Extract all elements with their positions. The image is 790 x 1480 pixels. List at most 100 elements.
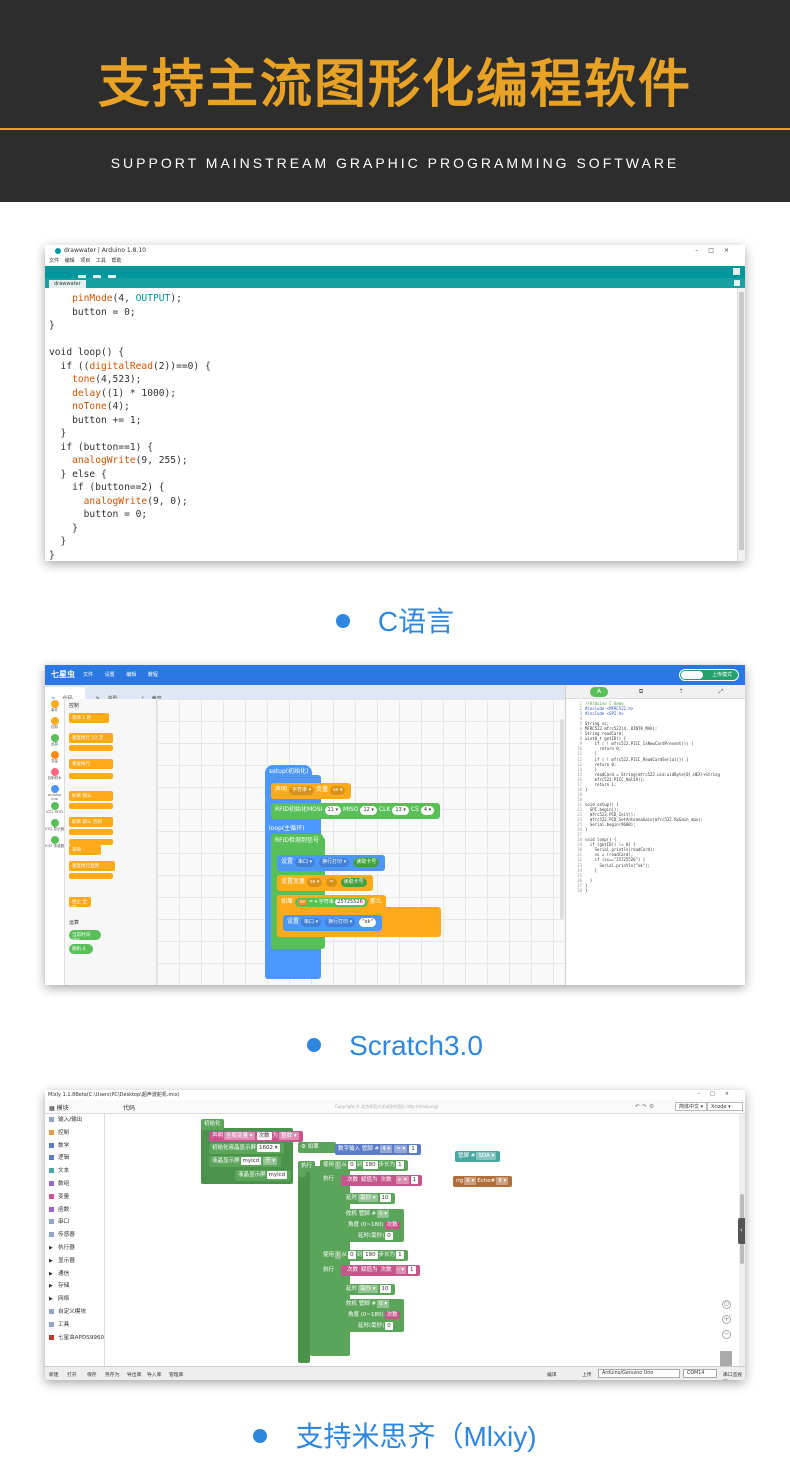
upload-mode-toggle[interactable]: 上传模式 xyxy=(679,669,739,681)
block-delay-2[interactable]: 延时毫秒 ▾10 xyxy=(343,1284,395,1295)
arduino-scrollbar[interactable] xyxy=(737,288,745,561)
for1-wrapper[interactable] xyxy=(320,1160,342,1235)
block-pin-sda[interactable]: 管脚 #SDA ▾ xyxy=(455,1151,501,1162)
sidebar-item[interactable]: 工具 xyxy=(45,1319,104,1332)
sidebar-item[interactable]: 自定义模块 xyxy=(45,1306,104,1319)
language-select[interactable]: 简体中文 ▾ xyxy=(675,1102,708,1111)
block-if[interactable]: ⚙ 如果 xyxy=(298,1142,336,1153)
tab-drawwater[interactable]: drawwater xyxy=(49,280,86,288)
menu-file[interactable]: 文件 xyxy=(49,258,60,264)
serial-monitor-button[interactable]: 串口监视器 xyxy=(723,1373,743,1378)
upload-code-icon[interactable]: ⇡ xyxy=(678,688,684,695)
category-item[interactable]: 事件 xyxy=(45,700,64,716)
footer-button[interactable]: 新建 xyxy=(49,1373,59,1378)
copy-code-icon[interactable]: ⧉ xyxy=(638,688,644,695)
footer-button[interactable]: 导入库 xyxy=(147,1373,162,1378)
zoom-reset-icon[interactable]: ⊙ xyxy=(722,1300,731,1309)
block-assign-1[interactable]: 次数赋值为次数+ ▾1 xyxy=(341,1175,423,1186)
palette-block-stop[interactable]: 停止 全部 xyxy=(69,897,91,911)
category-item[interactable]: IO口 显示器 xyxy=(45,819,64,835)
block-exec-1[interactable]: 执行 xyxy=(320,1174,338,1185)
palette-block-if-else-mid[interactable] xyxy=(69,829,113,835)
block-exec[interactable]: 执行 xyxy=(298,1161,316,1172)
footer-button[interactable]: 打开 xyxy=(67,1373,77,1378)
theme-select[interactable]: Xcode ▾ xyxy=(707,1102,743,1111)
palette-block-repeat-body[interactable] xyxy=(69,745,113,751)
sidebar-item[interactable]: ▶存储 xyxy=(45,1280,104,1293)
palette-block-if[interactable]: 如果 那么 xyxy=(69,791,113,801)
category-item[interactable]: 控制 xyxy=(45,717,64,733)
palette-block-if-else[interactable]: 如果 那么 否则 xyxy=(69,817,113,827)
scroll-thumb[interactable] xyxy=(739,292,744,550)
block-serial-print[interactable]: 设置串口 ▾换行打印 ▾读取卡号 xyxy=(277,855,386,871)
palette-block-repeat-until[interactable]: 重复执行直到 xyxy=(69,861,115,871)
workspace-scrollbar[interactable] xyxy=(560,719,564,919)
window-controls[interactable]: –□× xyxy=(695,247,739,254)
menu-tutorial[interactable]: 教程 xyxy=(147,672,158,678)
serial-monitor-icon[interactable] xyxy=(733,268,740,275)
menu-project[interactable]: 项目 xyxy=(80,258,91,264)
sidebar-item[interactable]: 控制 xyxy=(45,1127,104,1140)
sidebar-item[interactable]: 逻辑 xyxy=(45,1152,104,1165)
sidebar-item[interactable]: 变量 xyxy=(45,1191,104,1204)
menu-tools[interactable]: 工具 xyxy=(95,258,106,264)
block-rfid-detect[interactable]: RFID检测到信号 xyxy=(271,834,324,850)
modules-tab[interactable]: ▦ 模块 xyxy=(49,1105,69,1112)
category-item[interactable]: Arduino Uno xyxy=(45,785,64,801)
sidebar-item[interactable]: 七星虫APDS9960 xyxy=(45,1332,104,1345)
block-setup[interactable]: setup(初始化) xyxy=(265,765,313,781)
sidebar-item[interactable]: ▶通信 xyxy=(45,1268,104,1281)
palette-block-random[interactable]: 随机 4 xyxy=(69,944,93,954)
menu-help[interactable]: 帮助 xyxy=(111,258,122,264)
if-wrapper[interactable] xyxy=(298,1166,310,1363)
menu-edit[interactable]: 编辑 xyxy=(126,672,137,678)
menu-edit[interactable]: 编辑 xyxy=(64,258,75,264)
compile-button[interactable]: 编译 xyxy=(547,1373,557,1378)
category-item[interactable]: IO口 传感器 xyxy=(45,836,64,852)
zoom-out-icon[interactable]: − xyxy=(722,1330,731,1339)
palette-block-wait-until[interactable]: 等待 xyxy=(69,845,101,855)
block-declare[interactable]: 声明全局变量 ▾次数为整数 ▾ xyxy=(209,1131,303,1142)
footer-button[interactable]: 导出库 xyxy=(127,1373,142,1378)
category-item[interactable]: IO口 RFID xyxy=(45,802,64,818)
palette-block-repeat[interactable]: 重复执行 10 次 xyxy=(69,733,113,743)
collapse-panel-icon[interactable]: ‹ xyxy=(738,1218,745,1244)
upload-button[interactable]: 上传 xyxy=(582,1373,592,1378)
zoom-in-icon[interactable]: + xyxy=(722,1315,731,1324)
block-init[interactable]: 初始化 xyxy=(201,1119,224,1130)
block-delay-1[interactable]: 延时毫秒 ▾10 xyxy=(343,1193,395,1204)
palette-block-if-body[interactable] xyxy=(69,803,113,809)
block-digital-read[interactable]: 数字输入 管脚 #4 ▾= ▾1 xyxy=(335,1144,421,1155)
sidebar-item[interactable]: 函数 xyxy=(45,1204,104,1217)
footer-button[interactable]: 保存 xyxy=(87,1373,97,1378)
code-mode-toggle[interactable]: A xyxy=(590,687,608,697)
window-controls[interactable]: –□× xyxy=(697,1091,739,1097)
category-item[interactable]: 运算 xyxy=(45,734,64,750)
category-item[interactable]: 自制积木 xyxy=(45,768,64,784)
sidebar-item[interactable]: ▶显示器 xyxy=(45,1255,104,1268)
board-select[interactable]: Arduino/Genuino Uno xyxy=(598,1369,680,1378)
palette-block-repeat-until-body[interactable] xyxy=(69,873,113,879)
sidebar-item[interactable]: 文本 xyxy=(45,1165,104,1178)
footer-button[interactable]: 管理库 xyxy=(169,1373,184,1378)
palette-block-time[interactable]: 当前时间 abc xyxy=(69,930,101,943)
sidebar-item[interactable]: ▶网络 xyxy=(45,1293,104,1306)
sidebar-item[interactable]: ▶执行器 xyxy=(45,1242,104,1255)
sidebar-item[interactable]: 数学 xyxy=(45,1140,104,1153)
palette-block-wait[interactable]: 等待 1 秒 xyxy=(69,713,109,723)
block-assign-2[interactable]: 次数赋值为次数- ▾1 xyxy=(341,1265,420,1276)
code-tab[interactable]: 代码 xyxy=(123,1105,136,1112)
sidebar-item[interactable]: 输入/输出 xyxy=(45,1114,104,1127)
block-exec-2[interactable]: 执行 xyxy=(320,1265,338,1276)
